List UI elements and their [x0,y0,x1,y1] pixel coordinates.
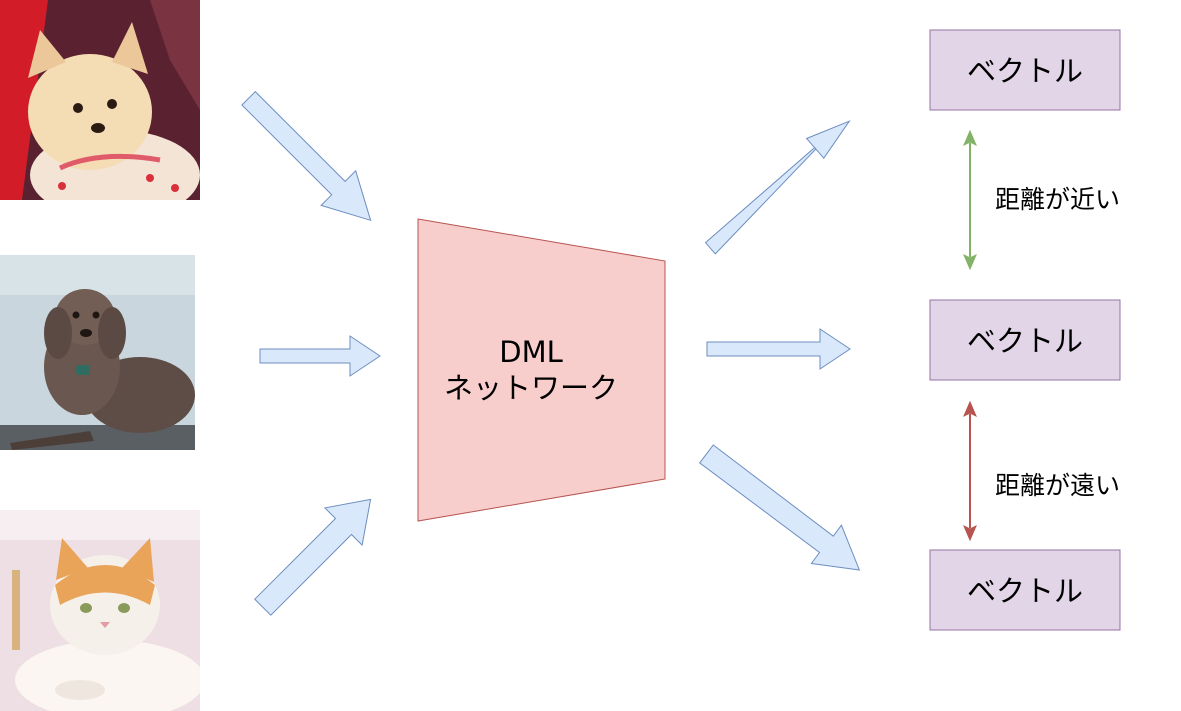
dog-icon [0,0,200,200]
vector-box-1 [929,29,1121,111]
far-arrow-head-down [963,524,977,542]
far-label: 距離が遠い [995,471,1120,500]
vector-label-1: ベクトル [967,54,1083,88]
near-label: 距離が近い [995,185,1120,214]
far-arrow-head-up [963,400,977,418]
poodle-photo [0,255,195,450]
dog-icon [0,255,195,450]
vector-label-2: ベクトル [967,324,1083,358]
input-arrow-2 [259,335,381,377]
output-arrow-3 [698,444,861,571]
vector-box-2 [929,299,1121,381]
near-arrow-head-up [963,129,977,147]
output-arrow-2 [706,328,851,370]
near-arrow-head-down [963,253,977,271]
cat-photo [0,510,200,711]
input-arrow-3 [254,498,372,616]
output-arrow-1 [704,120,851,255]
vector-box-3 [929,549,1121,631]
network-label-line2: ネットワーク [444,371,618,405]
dml-network-shape [417,218,666,522]
cat-icon [0,510,200,711]
vector-label-3: ベクトル [967,574,1083,608]
network-label-line1: DML [499,335,563,369]
pomeranian-photo [0,0,200,200]
input-arrow-1 [241,90,372,222]
